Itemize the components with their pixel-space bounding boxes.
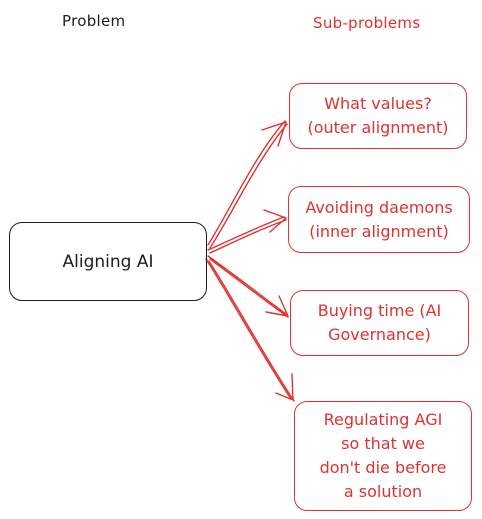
node-aligning-ai[interactable]: Aligning AI <box>9 222 207 301</box>
node-regulating-agi[interactable]: Regulating AGI so that we don't die befo… <box>294 401 472 511</box>
node-what-values[interactable]: What values? (outer alignment) <box>289 83 467 149</box>
edge-root-to-subproblem-3 <box>205 258 295 402</box>
edge-root-to-subproblem-0 <box>207 120 288 249</box>
node-avoiding-daemons[interactable]: Avoiding daemons (inner alignment) <box>288 186 470 253</box>
edge-root-to-subproblem-1 <box>207 209 287 254</box>
node-buying-time[interactable]: Buying time (AI Governance) <box>290 290 469 356</box>
header-problem: Problem <box>62 12 126 30</box>
edge-root-to-subproblem-2 <box>207 255 289 318</box>
header-subproblems: Sub-problems <box>313 14 421 32</box>
